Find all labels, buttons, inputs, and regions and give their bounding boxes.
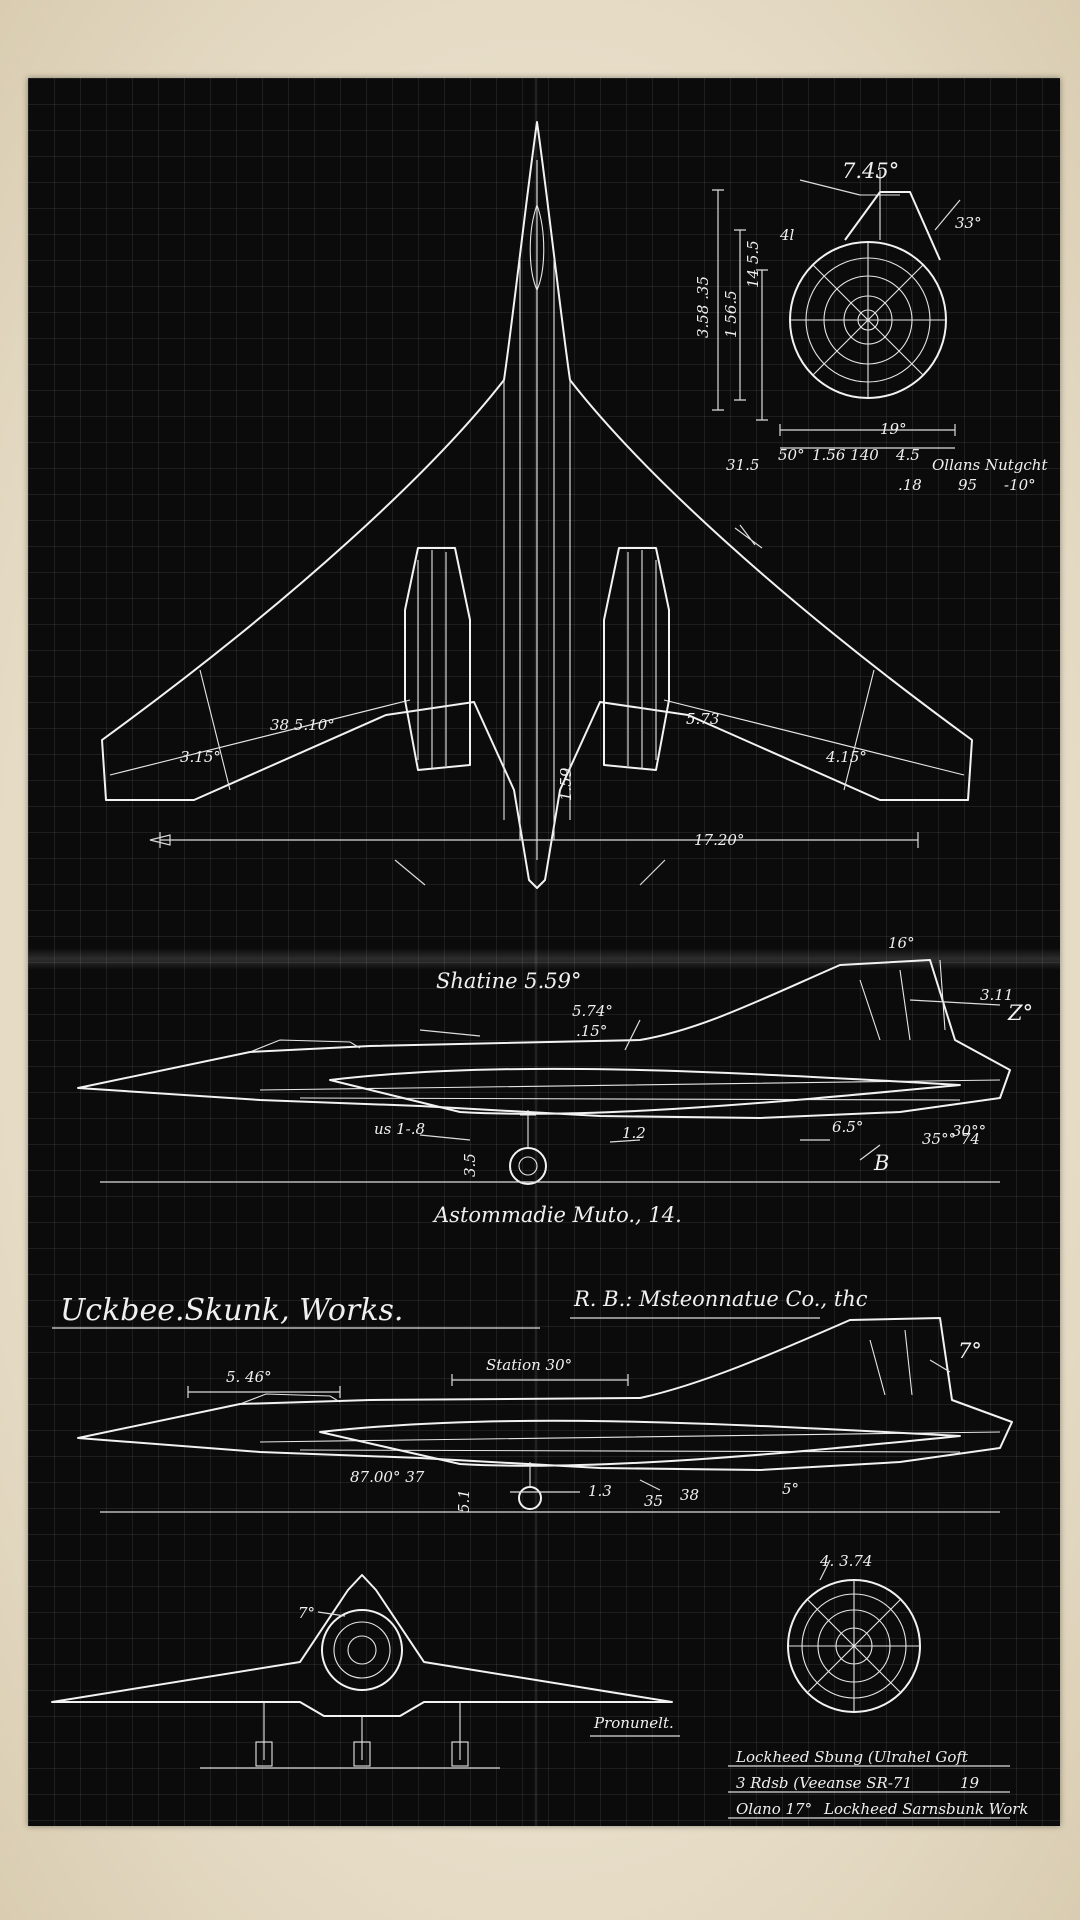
side-lower-belly: 87.00° 37 [350, 1468, 425, 1486]
side-upper-caption: Astommadie Muto., 14. [432, 1203, 682, 1227]
plan-right-wing-dim: 5.73 [686, 710, 719, 728]
plan-left-tip-dim: 3.15° [180, 748, 221, 766]
plan-left-wing-dim: 38 5.10° [270, 716, 335, 734]
side-view-lower-aircraft [77, 1317, 1013, 1513]
plan-outline [101, 121, 973, 889]
side-upper-rear-1: 6.5° [832, 1118, 863, 1136]
title-block [728, 1765, 1010, 1819]
engine-row1-c: 4.5 [895, 446, 920, 464]
engine-vertical-label-3: 14 5.5 [744, 240, 762, 288]
side-lower-nose-dim: 5. 46° [226, 1368, 272, 1386]
side-upper-gear-left: us 1-.8 [374, 1120, 425, 1138]
engine-front-tag: 4. 3.74 [819, 1552, 872, 1570]
side-upper-gear-mid: 1.2 [622, 1124, 646, 1142]
front-view-tag: 7° [298, 1604, 315, 1622]
side-lower-gear-mid: 1.3 [588, 1482, 612, 1500]
fold-crease-vertical [534, 78, 538, 1826]
side-lower-tail-tag: 7° [958, 1339, 982, 1363]
left-nacelle [404, 547, 471, 771]
company-stamp: Uckbee.Skunk, Works. [60, 1293, 403, 1328]
side-lower-rear-3: 5° [782, 1480, 799, 1498]
engine-note: Ollans Nutgcht [932, 456, 1048, 474]
side-upper-rear-tag: B [873, 1151, 889, 1175]
plan-view-aircraft [101, 121, 973, 889]
side-upper-tail-right: 3.11 [980, 986, 1013, 1004]
front-view-label: Pronunelt. [593, 1714, 674, 1732]
engine-right-tag: 33° [955, 214, 982, 232]
side-upper-rear-3: 30°° [952, 1122, 986, 1140]
engine-detail-drawing [712, 170, 961, 449]
engine-top-dim: 7.45° [842, 159, 899, 183]
side-lower-rear-2: 38 [680, 1486, 699, 1504]
engine-row1-b: 1.56 140 [812, 446, 879, 464]
title-block-line-3: Olano 17° [736, 1800, 812, 1818]
engine-vertical-label-1: 3.58 .35 [694, 276, 712, 338]
side-upper-station: Shatine 5.59° [436, 969, 581, 993]
plan-span-dim: 17.20° [694, 831, 744, 849]
side-upper-rear-2: 35°° 74 [922, 1130, 980, 1148]
front-view-aircraft [51, 1574, 673, 1769]
engine-row1-d: 31.5 [726, 456, 759, 474]
side-upper-gear-left-v: 3.5 [461, 1153, 479, 1177]
side-lower-station: Station 30° [486, 1356, 572, 1374]
plan-right-tip-dim: 4.15° [825, 748, 867, 766]
side-lower-gear-v: 5.1 [455, 1489, 473, 1513]
plan-center-dim: 1.59 [557, 767, 575, 801]
side-upper-callout-2: .15° [576, 1022, 607, 1040]
engine-left-tag: 4l [779, 226, 795, 244]
blueprint-sheet [28, 78, 1060, 1826]
side-lower-fuselage [77, 1317, 1013, 1471]
engine-front-drawing [787, 1559, 921, 1713]
title-block-line-1: Lockheed Sbung (Ulrahel Goft [735, 1748, 969, 1766]
side-upper-callout-1: 5.74° [572, 1002, 613, 1020]
fold-crease-horizontal [28, 948, 1060, 970]
front-outline [51, 1574, 673, 1717]
title-block-line-2-num: 19 [960, 1774, 980, 1792]
company-subtitle: R. B.: Msteonnatue Co., thc [573, 1287, 868, 1311]
engine-row2-a: .18 [898, 476, 922, 494]
title-block-line-3-right: Lockheed Sarnsbunk Work [823, 1800, 1029, 1818]
side-upper-tail-tag: Z° [1007, 1001, 1033, 1025]
engine-vertical-label-2: 1 56.5 [722, 290, 740, 338]
engine-row2-c: -10° [1004, 476, 1036, 494]
side-upper-fuselage [77, 959, 1011, 1119]
engine-row1-a: 50° [778, 446, 805, 464]
engine-angle-dim: 19° [880, 420, 907, 438]
side-view-upper-aircraft [77, 959, 1011, 1185]
right-nacelle [603, 547, 670, 771]
title-block-line-2: 3 Rdsb (Veeanse SR-71 [736, 1774, 912, 1792]
side-upper-tail-top: 16° [888, 934, 915, 952]
engine-row2-b: 95 [958, 476, 977, 494]
side-lower-rear-1: 35 [644, 1492, 663, 1510]
